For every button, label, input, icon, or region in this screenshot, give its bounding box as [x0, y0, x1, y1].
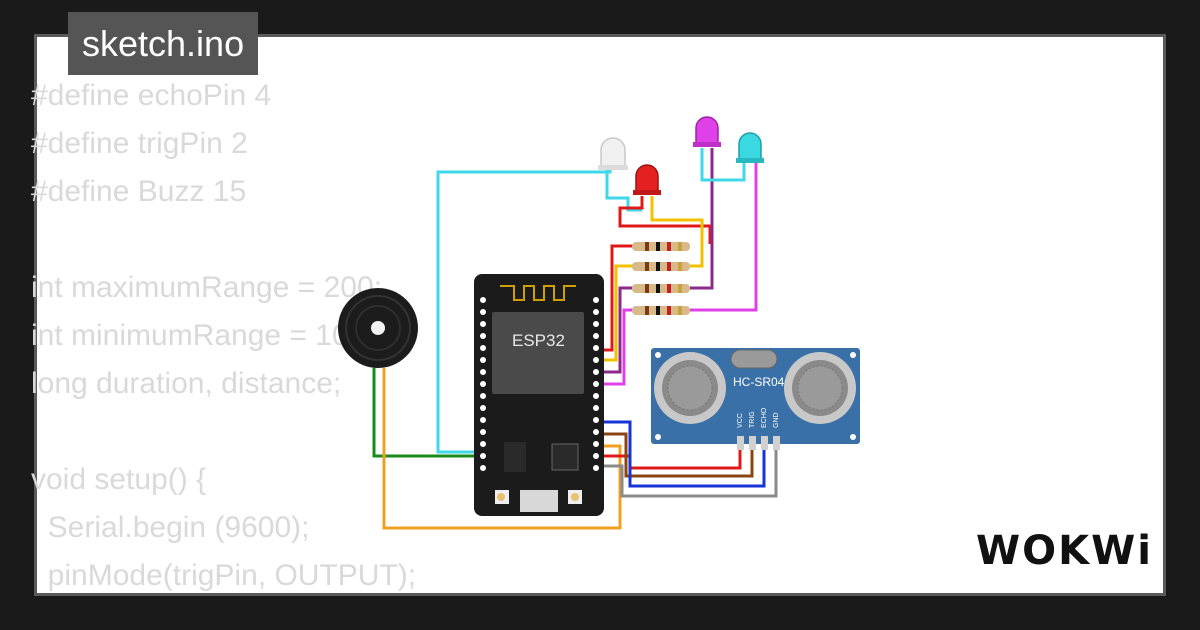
code-line: Serial.begin (9600); — [31, 511, 310, 544]
code-background: #define echoPin 4 #define trigPin 2 #defin… — [31, 72, 416, 600]
wire-magenta-led[interactable] — [690, 162, 758, 312]
esp32-label: ESP32 — [512, 331, 565, 350]
wire-yellow-resistor[interactable] — [604, 264, 634, 362]
wire-red-vcc[interactable] — [604, 440, 742, 470]
wire-brown-trig[interactable] — [604, 432, 754, 478]
esp32-pins-right — [593, 297, 599, 471]
ultrasonic-sensor[interactable]: HC-SR04 VCC TRIG ECHO GND — [651, 348, 860, 450]
sensor-pin-gnd: GND — [773, 412, 780, 428]
wire-green-buzzer[interactable] — [372, 368, 478, 458]
sensor-pin-echo: ECHO — [761, 407, 768, 428]
resistors — [632, 242, 690, 315]
esp32-board[interactable]: ESP32 — [474, 274, 604, 516]
wire-magenta-resistor[interactable] — [604, 308, 634, 386]
resistor-4[interactable] — [632, 306, 690, 315]
file-name-tab[interactable]: sketch.ino — [68, 12, 259, 75]
code-line: pinMode(trigPin, OUTPUT); — [31, 559, 417, 592]
resistor-2[interactable] — [632, 262, 690, 271]
code-line: int maximumRange = 200; — [31, 271, 383, 304]
sensor-pin-vcc: VCC — [737, 413, 744, 428]
code-line: #define trigPin 2 — [31, 127, 248, 160]
wire-cyan-magenta-led[interactable] — [700, 148, 746, 182]
leds — [598, 116, 764, 195]
led-magenta[interactable] — [693, 116, 721, 147]
wire-cyan-white-led[interactable] — [436, 170, 612, 454]
wire-purple-resistor[interactable] — [604, 286, 634, 374]
sensor-pin-trig: TRIG — [749, 411, 756, 428]
buzzer[interactable] — [338, 288, 418, 368]
code-line: #define Buzz 15 — [31, 175, 247, 208]
usb-port — [520, 490, 558, 512]
sensor-transducer-left — [654, 352, 726, 424]
led-cyan[interactable] — [736, 132, 764, 163]
sensor-label: HC-SR04 — [733, 375, 785, 389]
wokwi-logo: WOKWi — [976, 528, 1153, 574]
wire-red-led[interactable] — [618, 196, 712, 244]
wire-purple-led[interactable] — [690, 148, 714, 290]
led-white[interactable] — [598, 137, 628, 170]
code-line: #define echoPin 4 — [31, 79, 272, 112]
esp32-pins-left — [480, 297, 486, 471]
led-red[interactable] — [633, 164, 661, 195]
resistor-3[interactable] — [632, 284, 690, 293]
wire-blue-echo[interactable] — [604, 420, 766, 488]
sensor-header-pins — [737, 436, 780, 450]
sensor-transducer-right — [784, 352, 856, 424]
wire-red-resistor[interactable] — [604, 244, 634, 352]
code-line: void setup() { — [31, 463, 207, 496]
wire-orange-buzzer[interactable] — [382, 368, 622, 530]
esp32-module — [492, 312, 584, 394]
wire-cyan-white-led-2[interactable] — [605, 170, 642, 212]
wire-yellow-led[interactable] — [650, 196, 704, 268]
wires — [372, 148, 778, 530]
wire-gray-gnd[interactable] — [604, 440, 778, 498]
code-line: long duration, distance; — [31, 367, 342, 400]
resistor-1[interactable] — [632, 242, 690, 251]
